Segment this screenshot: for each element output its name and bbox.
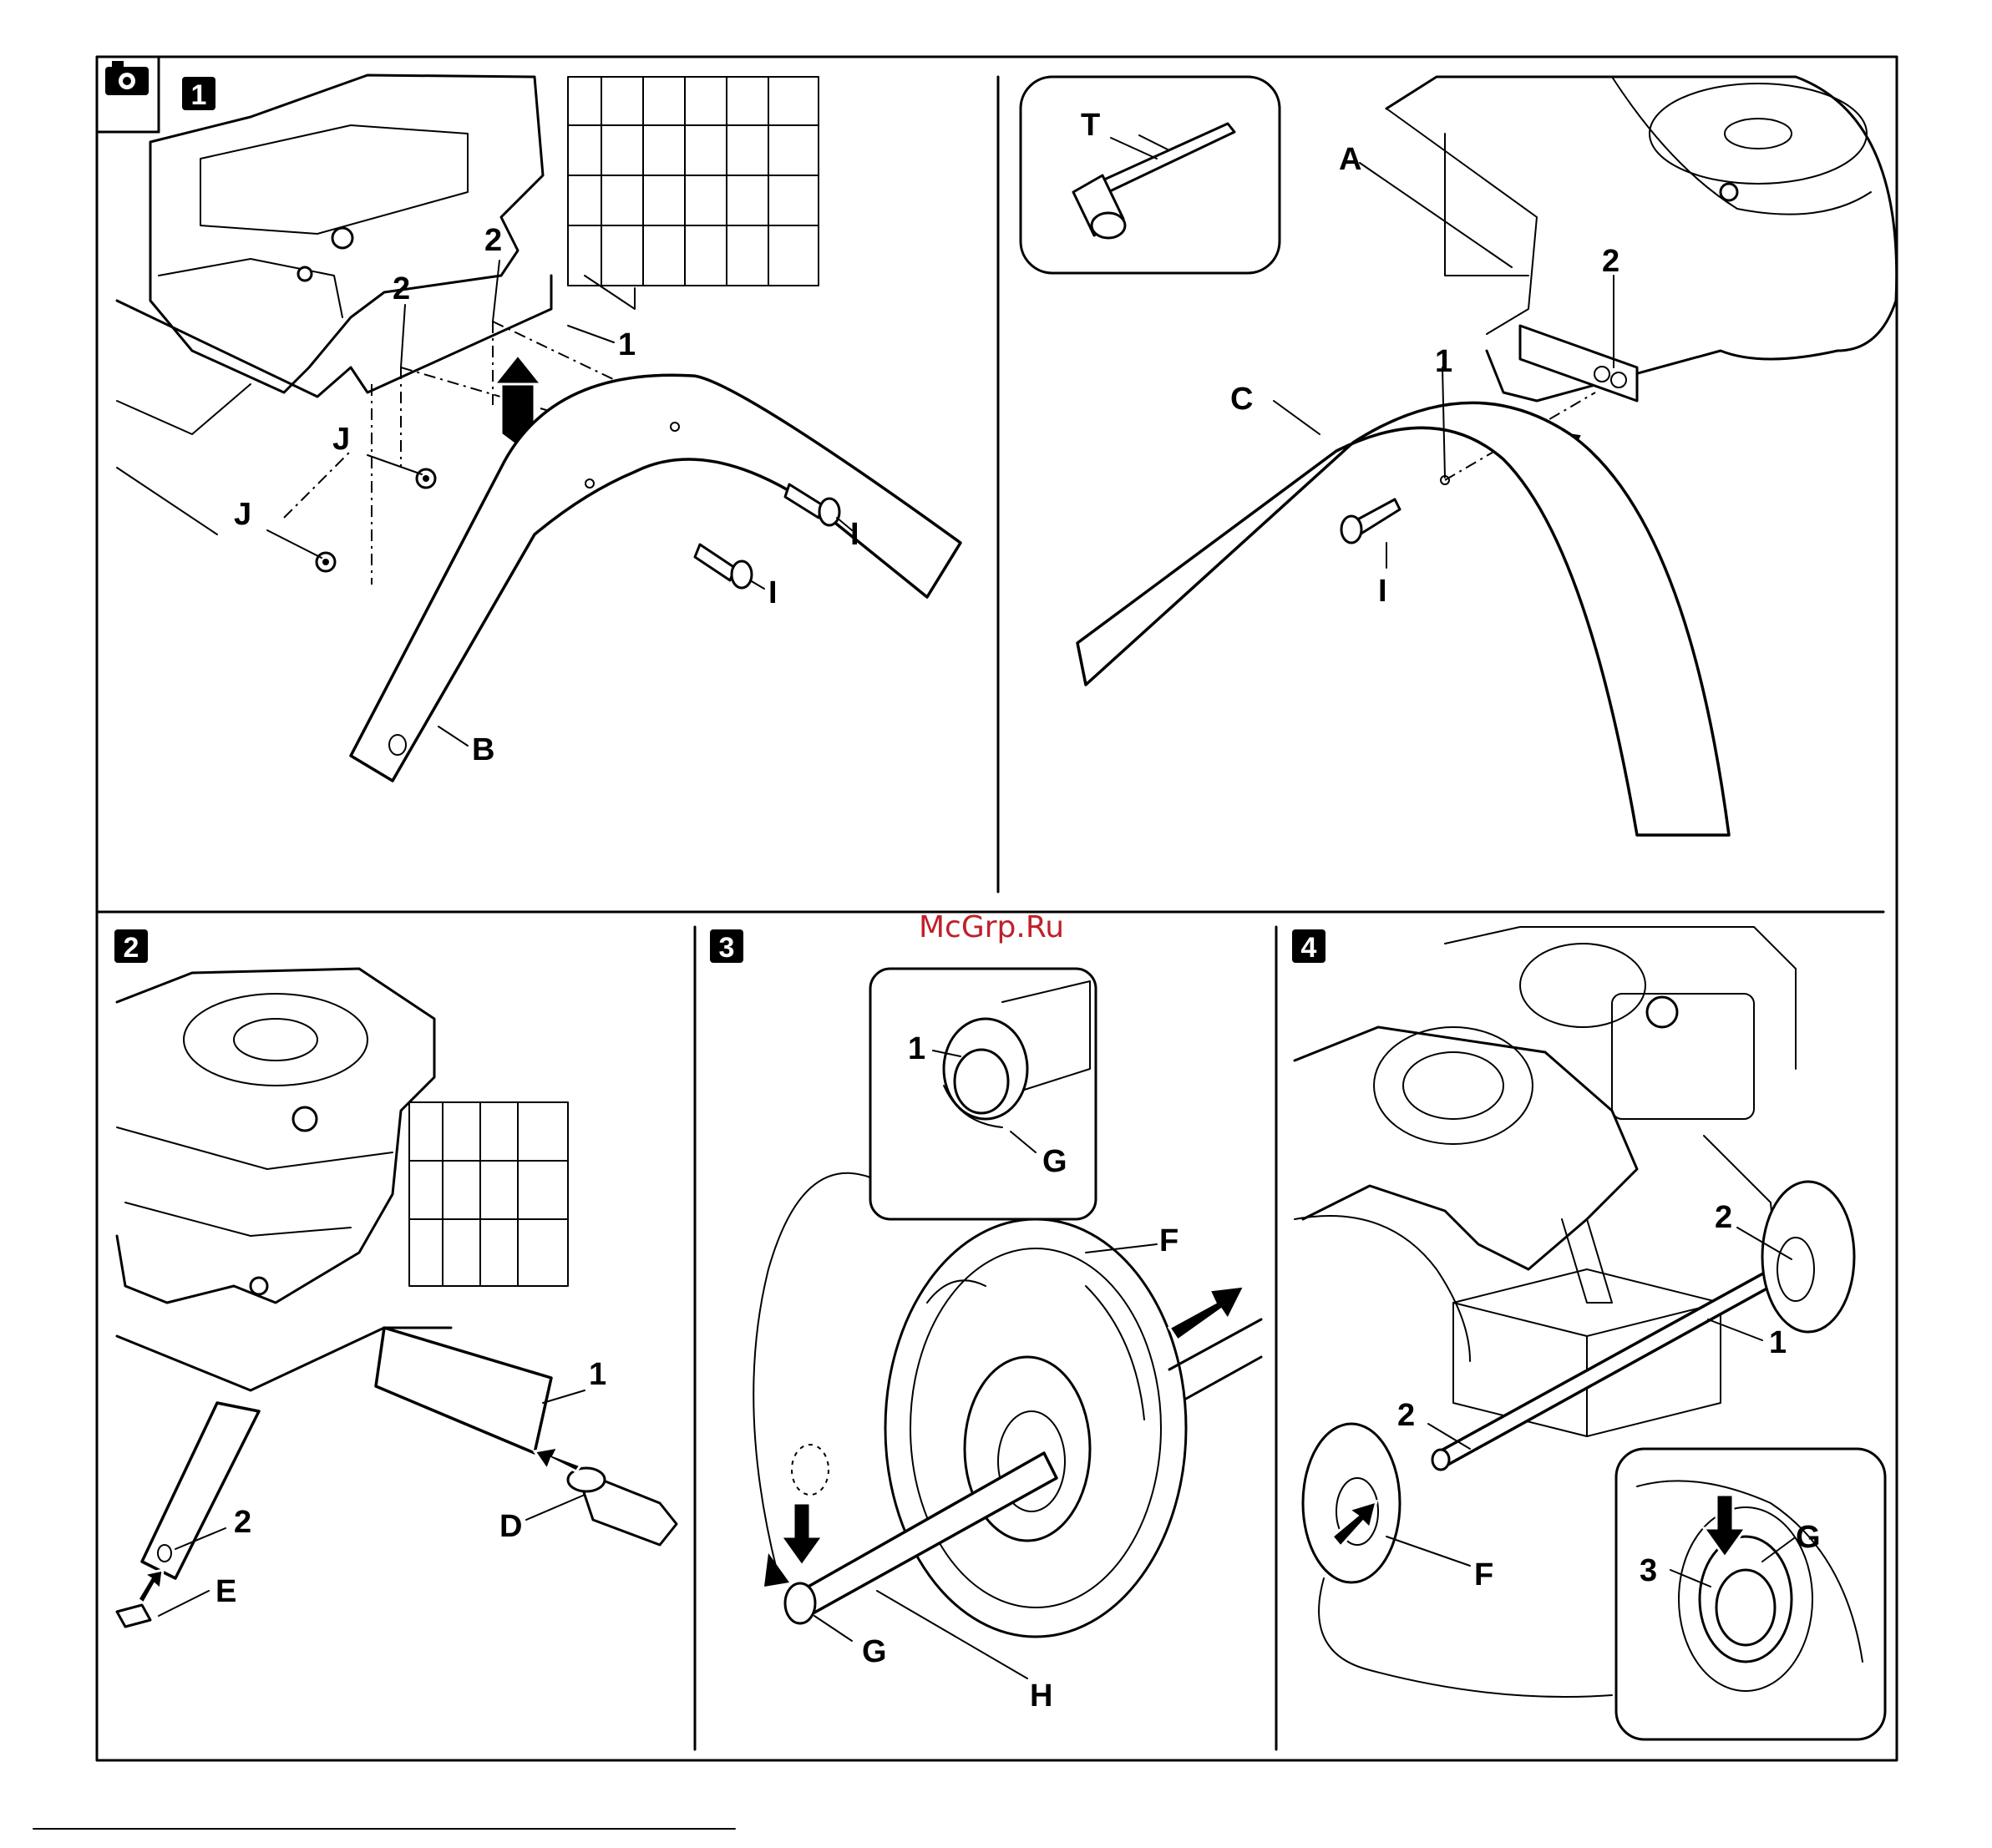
callout-g-inset: G: [1042, 1144, 1067, 1179]
step-badge-1: 1: [182, 77, 215, 111]
callout-j-lower: J: [234, 497, 251, 532]
callout-1: 1: [1769, 1325, 1787, 1360]
step-badge-4: 4: [1292, 929, 1325, 964]
callout-2-right: 2: [1715, 1200, 1732, 1235]
callout-t: T: [1081, 108, 1100, 143]
step4-callouts: 2 1 2 F 3 G: [1397, 1200, 1821, 1592]
callout-f: F: [1159, 1223, 1178, 1258]
callout-e: E: [215, 1574, 236, 1609]
callout-d: D: [499, 1509, 522, 1544]
svg-text:1: 1: [191, 79, 207, 111]
step-badge-3: 3: [710, 929, 743, 964]
step1-right-illustration: [1021, 77, 1897, 835]
callout-j-upper: J: [332, 422, 350, 457]
step1-left-illustration: [117, 75, 961, 781]
camera-icon: [97, 57, 159, 132]
step-badge-2: 2: [114, 929, 148, 964]
callout-2: 2: [1602, 244, 1619, 279]
step2-illustration: [117, 969, 677, 1627]
svg-text:3: 3: [719, 932, 735, 964]
callout-2-left: 2: [1397, 1398, 1415, 1433]
step4-illustration: [1295, 927, 1885, 1739]
callout-c: C: [1230, 382, 1253, 417]
callout-1: 1: [1435, 344, 1452, 379]
callout-i-upper: I: [850, 517, 859, 552]
callout-1: 1: [618, 327, 636, 362]
callout-3: 3: [1640, 1553, 1657, 1588]
callout-2-upper: 2: [484, 223, 502, 258]
callout-i-lower: I: [768, 575, 778, 610]
tool-inset-frame: [1021, 77, 1280, 273]
callout-a: A: [1339, 142, 1361, 177]
callout-2: 2: [234, 1505, 251, 1540]
callout-i: I: [1378, 574, 1387, 609]
callout-g: G: [1796, 1520, 1821, 1555]
svg-text:4: 4: [1301, 932, 1317, 964]
callout-b: B: [472, 732, 494, 767]
watermark: McGrp.Ru: [919, 910, 1064, 944]
step3-illustration: [753, 969, 1261, 1678]
callout-1: 1: [908, 1031, 925, 1066]
callout-f: F: [1474, 1557, 1493, 1592]
callout-2-lower: 2: [393, 271, 410, 306]
callout-g: G: [862, 1634, 887, 1669]
callout-h: H: [1030, 1678, 1052, 1714]
callout-1: 1: [589, 1357, 606, 1392]
svg-text:2: 2: [124, 932, 139, 964]
